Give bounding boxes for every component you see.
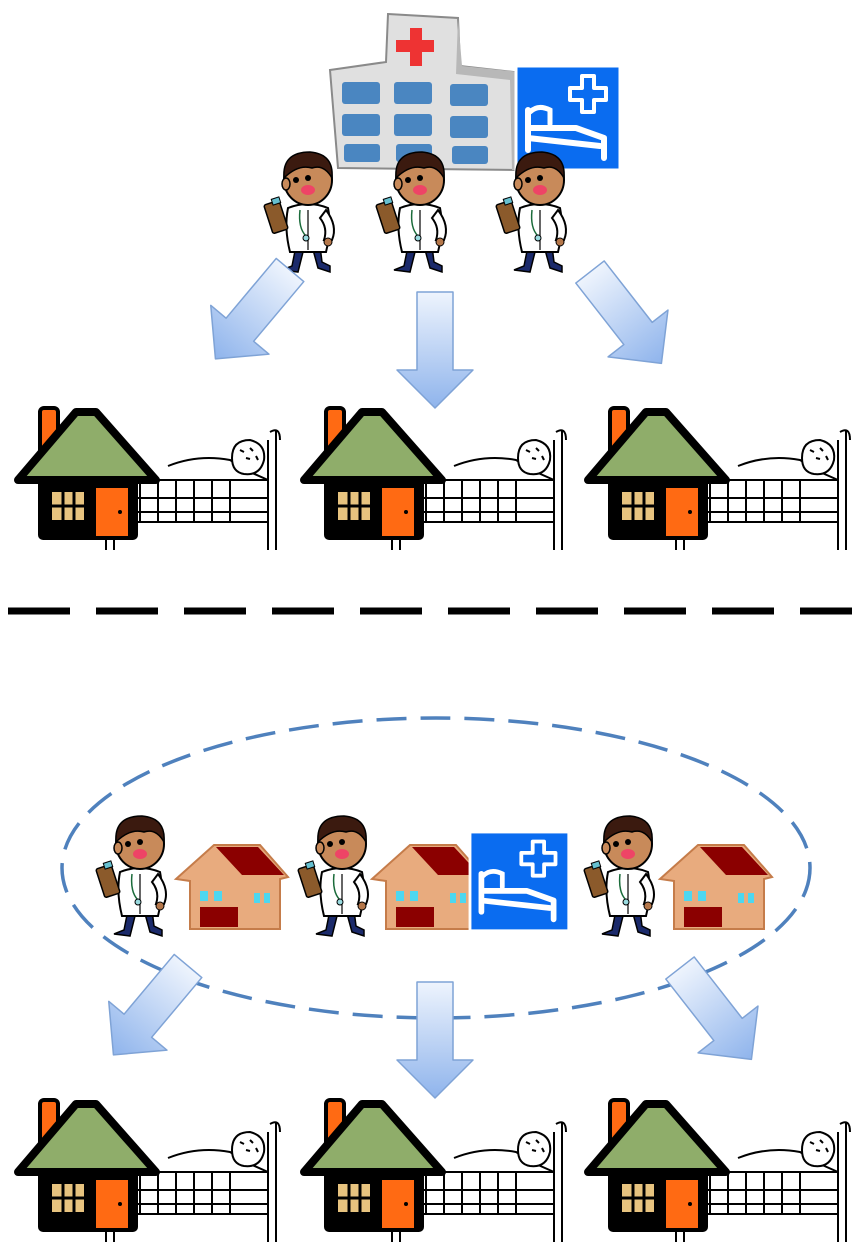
hospital-bed-sign-icon [470, 832, 569, 931]
clinic-house-icon [659, 844, 773, 930]
home-with-patient-in-bed-icon [588, 1100, 850, 1242]
arrow-down-left-icon [83, 940, 218, 1081]
doctor-icon [582, 815, 655, 937]
clinic-house-icon [371, 844, 485, 930]
doctor-icon [94, 815, 167, 937]
clinic-house-icon [175, 844, 289, 930]
home-with-patient-in-bed-icon [304, 1100, 566, 1242]
home-with-patient-in-bed-icon [18, 1100, 280, 1242]
home-with-patient-in-bed-icon [304, 408, 566, 550]
doctor-icon [262, 151, 335, 273]
doctor-icon [374, 151, 447, 273]
network-boundary-ellipse [60, 716, 812, 1020]
hospital-building-icon [328, 12, 522, 172]
arrow-down-icon [396, 291, 474, 409]
arrow-down-right-icon [649, 943, 783, 1084]
arrow-down-icon [396, 981, 474, 1099]
doctor-icon [296, 815, 369, 937]
arrow-down-right-icon [559, 247, 693, 388]
home-with-patient-in-bed-icon [588, 408, 850, 550]
home-with-patient-in-bed-icon [18, 408, 280, 550]
